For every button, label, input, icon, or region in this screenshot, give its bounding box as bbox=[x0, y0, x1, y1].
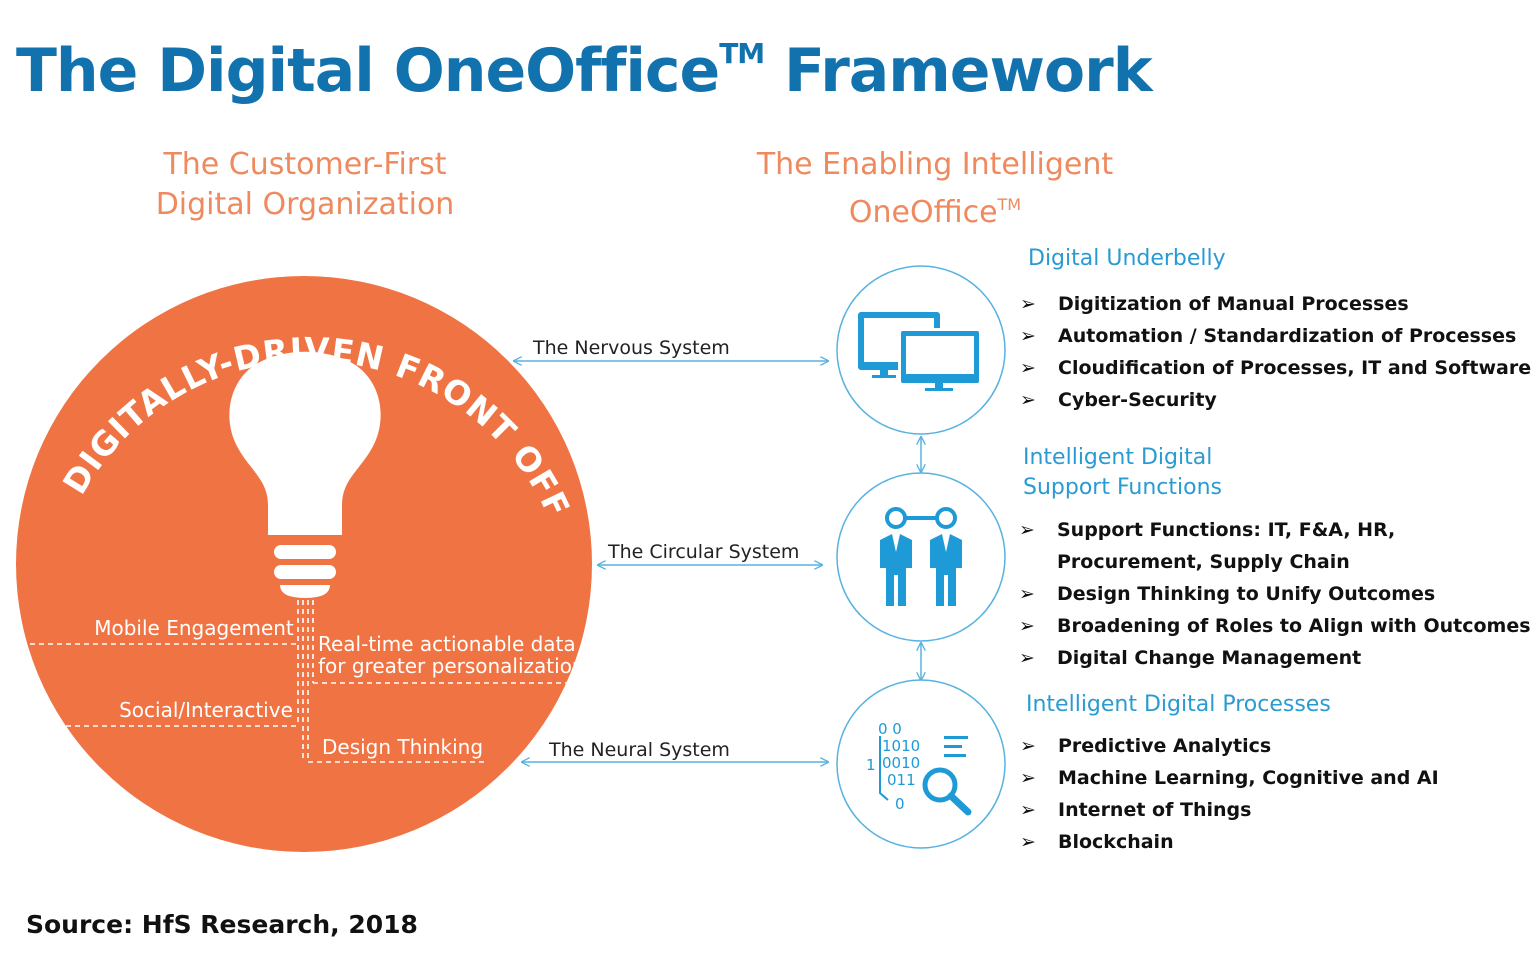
people-connected-icon bbox=[880, 507, 962, 606]
arrow-bullet-icon: ➢ bbox=[1020, 735, 1036, 757]
front-office-circle bbox=[16, 276, 592, 852]
list-item: ➢Machine Learning, Cognitive and AI bbox=[1020, 762, 1439, 794]
label-mobile-engagement: Mobile Engagement bbox=[94, 616, 294, 640]
trademark-mark: TM bbox=[719, 37, 765, 70]
support-list: ➢Support Functions: IT, F&A, HR, Procure… bbox=[1019, 514, 1531, 674]
section-title-support: Intelligent Digital Support Functions bbox=[1023, 445, 1222, 500]
arrow-bullet-icon: ➢ bbox=[1019, 519, 1035, 541]
section-title-underbelly: Digital Underbelly bbox=[1028, 246, 1226, 271]
nervous-system-label: The Nervous System bbox=[532, 337, 730, 359]
arrow-bullet-icon: ➢ bbox=[1019, 583, 1035, 605]
list-item-continuation: Procurement, Supply Chain bbox=[1057, 551, 1350, 573]
monitor-icon bbox=[858, 312, 982, 391]
list-item: ➢Digitization of Manual Processes bbox=[1020, 288, 1531, 320]
svg-text:1010: 1010 bbox=[882, 737, 920, 755]
label-social-interactive: Social/Interactive bbox=[119, 698, 293, 722]
right-column-heading: The Enabling Intelligent OneOfficeTM bbox=[756, 147, 1114, 230]
arrow-bullet-icon: ➢ bbox=[1020, 799, 1036, 821]
processes-icon-circle bbox=[836, 679, 1006, 849]
list-item: ➢Design Thinking to Unify Outcomes bbox=[1019, 578, 1531, 610]
list-item: ➢Cloudification of Processes, IT and Sof… bbox=[1020, 352, 1531, 384]
arrow-bullet-icon: ➢ bbox=[1020, 389, 1036, 411]
list-item: ➢Cyber-Security bbox=[1020, 384, 1531, 416]
arrow-bullet-icon: ➢ bbox=[1020, 293, 1036, 315]
list-item: ➢Automation / Standardization of Process… bbox=[1020, 320, 1531, 352]
label-realtime-line1: Real-time actionable data bbox=[318, 632, 576, 656]
list-item: ➢Internet of Things bbox=[1020, 794, 1439, 826]
svg-text:011: 011 bbox=[887, 771, 916, 789]
svg-text:0: 0 bbox=[895, 795, 905, 813]
lightbulb-icon bbox=[229, 351, 381, 598]
circle-dividers bbox=[30, 600, 574, 763]
list-item: ➢Broadening of Roles to Align with Outco… bbox=[1019, 610, 1531, 642]
list-item: ➢Digital Change Management bbox=[1019, 642, 1531, 674]
data-analytics-icon: 0 0 1010 0010 011 1 0 bbox=[866, 720, 972, 816]
source-citation: Source: HfS Research, 2018 bbox=[26, 910, 418, 939]
arrow-bullet-icon: ➢ bbox=[1020, 831, 1036, 853]
support-icon-circle bbox=[836, 472, 1006, 642]
svg-text:1: 1 bbox=[866, 756, 876, 774]
arrow-bullet-icon: ➢ bbox=[1019, 647, 1035, 669]
arrow-bullet-icon: ➢ bbox=[1020, 325, 1036, 347]
underbelly-list: ➢Digitization of Manual Processes ➢Autom… bbox=[1020, 288, 1531, 416]
page-title: The Digital OneOfficeTM Framework bbox=[16, 36, 1153, 106]
svg-text:0 0: 0 0 bbox=[878, 720, 902, 738]
list-item: ➢Support Functions: IT, F&A, HR, bbox=[1019, 514, 1531, 546]
arrow-bullet-icon: ➢ bbox=[1020, 767, 1036, 789]
section-title-processes: Intelligent Digital Processes bbox=[1026, 692, 1331, 717]
neural-system-label: The Neural System bbox=[548, 739, 730, 761]
circular-system-label: The Circular System bbox=[607, 541, 799, 563]
list-item: ➢Predictive Analytics bbox=[1020, 730, 1439, 762]
processes-list: ➢Predictive Analytics ➢Machine Learning,… bbox=[1020, 730, 1439, 858]
label-realtime-line2: for greater personalization bbox=[318, 654, 585, 678]
list-item: ➢Blockchain bbox=[1020, 826, 1439, 858]
svg-text:0010: 0010 bbox=[882, 754, 920, 772]
arrow-bullet-icon: ➢ bbox=[1019, 615, 1035, 637]
left-column-heading: The Customer-First Digital Organization bbox=[155, 147, 455, 222]
arrow-bullet-icon: ➢ bbox=[1020, 357, 1036, 379]
label-design-thinking: Design Thinking bbox=[322, 735, 483, 759]
